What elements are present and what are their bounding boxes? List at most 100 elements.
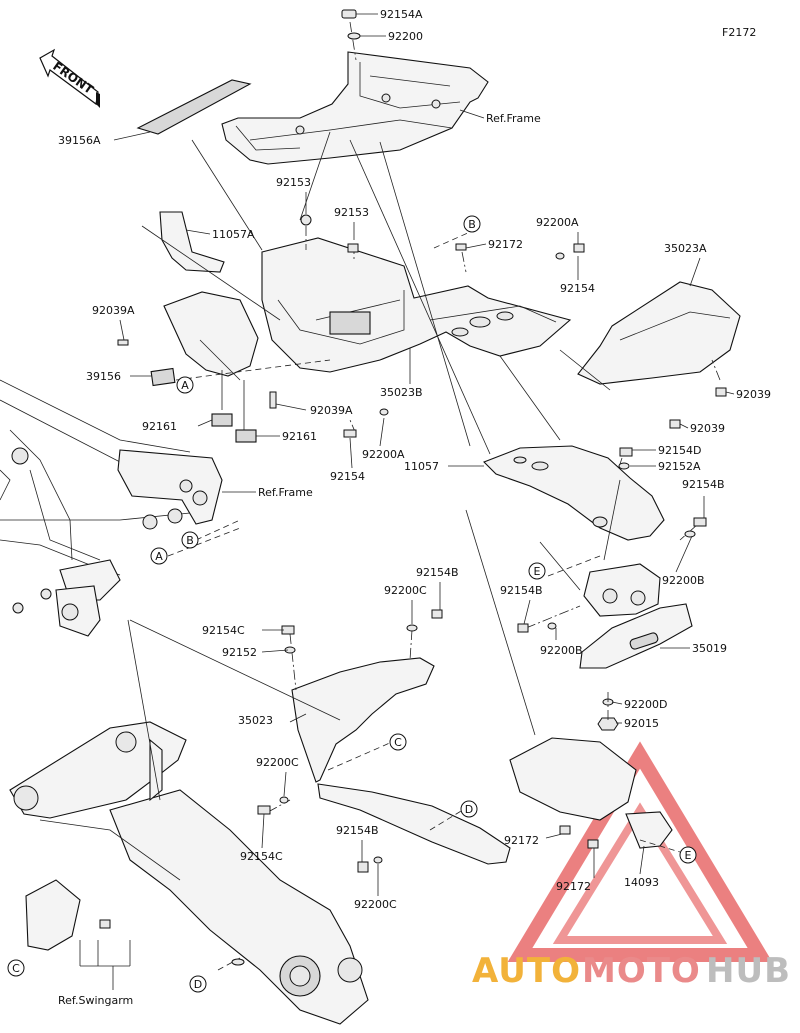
ref-marker-d: D xyxy=(189,975,207,993)
ref-marker-e: E xyxy=(528,562,546,580)
leader-p11 xyxy=(689,257,701,287)
part-label-92154b: 92154B xyxy=(336,824,379,837)
part-label-92154d: 92154D xyxy=(658,444,701,457)
part-label-35023a: 35023A xyxy=(664,242,707,255)
part-label-11057: 11057 xyxy=(404,460,439,473)
figure-code: F2172 xyxy=(722,26,756,39)
part-label-ref-swingarm: Ref.Swingarm xyxy=(58,994,133,1007)
part-label-92153: 92153 xyxy=(276,176,311,189)
ref-marker-letter: A xyxy=(155,550,163,563)
seat-tray-drawing xyxy=(261,237,572,373)
reference-markers: A B A B E C D E C D xyxy=(7,215,697,993)
part-label-92154c: 92154C xyxy=(240,850,283,863)
part-label-39156: 39156 xyxy=(86,370,121,383)
part-label-11057a: 11057A xyxy=(212,228,255,241)
part-label-92152a: 92152A xyxy=(658,460,701,473)
ref-marker-circle xyxy=(150,547,168,565)
lower-trim xyxy=(317,783,511,865)
part-label-92200b: 92200B xyxy=(540,644,583,657)
part-label-92200c: 92200C xyxy=(256,756,299,769)
ref-marker-circle xyxy=(679,846,697,864)
watermark-text-hub: HUB xyxy=(706,951,791,991)
part-label-92154: 92154 xyxy=(560,282,595,295)
watermark-triangle-inner xyxy=(552,802,728,944)
nut-92015 xyxy=(597,717,619,731)
leader-p12 xyxy=(119,319,125,341)
part-label-ref-frame: Ref.Frame xyxy=(486,112,541,125)
ref-marker-letter: D xyxy=(194,978,202,991)
leader-p39 xyxy=(261,813,265,849)
side-cover-left xyxy=(163,291,259,377)
part-label-92154: 92154 xyxy=(330,470,365,483)
main-frame-drawing xyxy=(0,379,223,637)
leader-p16 xyxy=(725,391,735,395)
ref-marker-letter: B xyxy=(468,218,476,231)
leader-p5 xyxy=(185,229,211,235)
part-label-92200: 92200 xyxy=(388,30,423,43)
part-label-92172: 92172 xyxy=(488,238,523,251)
ref-marker-letter: A xyxy=(181,379,189,392)
front-label: FRONT xyxy=(50,59,96,97)
ref-marker-b: B xyxy=(463,215,481,233)
part-label-92200c: 92200C xyxy=(384,584,427,597)
leader-p17 xyxy=(679,423,689,429)
watermark-triangle-outer xyxy=(507,741,773,962)
leader-p35 xyxy=(611,701,623,705)
watermark-logo: AUTO MOTO HUB xyxy=(472,741,791,991)
part-label-92039a: 92039A xyxy=(310,404,353,417)
part-label-35023b: 35023B xyxy=(380,386,423,399)
part-label-92154a: 92154A xyxy=(380,8,423,21)
ref-marker-letter: C xyxy=(12,962,20,975)
ref-marker-circle xyxy=(528,562,546,580)
plate-small xyxy=(25,879,81,951)
bracket-35019-assembly xyxy=(579,563,693,669)
ref-marker-d: D xyxy=(460,800,478,818)
ref-marker-circle xyxy=(176,376,194,394)
ref-marker-c: C xyxy=(7,959,25,977)
pad-92161-b xyxy=(235,429,257,443)
ref-marker-circle xyxy=(463,215,481,233)
part-label-39156a: 39156A xyxy=(58,134,101,147)
side-cover-35023a xyxy=(577,281,741,385)
watermark-text-moto: MOTO xyxy=(582,951,701,991)
part-label-92152: 92152 xyxy=(222,646,257,659)
ref-marker-circle xyxy=(389,733,407,751)
part-label-92015: 92015 xyxy=(624,717,659,730)
part-label-92039: 92039 xyxy=(690,422,725,435)
part-label-92154b: 92154B xyxy=(500,584,543,597)
leader-p4 xyxy=(113,131,151,141)
part-label-ref-frame: Ref.Frame xyxy=(258,486,313,499)
leader-p3 xyxy=(459,109,485,119)
part-label-92153: 92153 xyxy=(334,206,369,219)
part-label-92039: 92039 xyxy=(736,388,771,401)
leader-p18 xyxy=(197,419,213,427)
guard-14093 xyxy=(509,737,637,821)
part-label-92172: 92172 xyxy=(504,834,539,847)
ref-marker-a: A xyxy=(176,376,194,394)
part-labels: 92154A92200Ref.Frame39156A11057A92153921… xyxy=(58,8,771,1007)
part-label-14093: 14093 xyxy=(624,876,659,889)
part-label-92200c: 92200C xyxy=(354,898,397,911)
side-cover-35023 xyxy=(291,657,435,783)
ref-marker-c: C xyxy=(389,733,407,751)
leader-p38 xyxy=(283,771,287,797)
ref-marker-letter: B xyxy=(186,534,194,547)
part-label-92154b: 92154B xyxy=(416,566,459,579)
rear-fender-11057 xyxy=(483,445,665,541)
ref-marker-e: E xyxy=(679,846,697,864)
pad-92161-a xyxy=(211,413,233,427)
leader-p27 xyxy=(675,535,693,573)
part-label-92172: 92172 xyxy=(556,880,591,893)
ref-marker-letter: C xyxy=(394,736,402,749)
bracket-11057a xyxy=(159,211,225,273)
pad-39156 xyxy=(150,367,176,387)
leader-p20 xyxy=(379,417,385,447)
part-label-92200d: 92200D xyxy=(624,698,667,711)
ref-marker-circle xyxy=(181,531,199,549)
leader-p37 xyxy=(289,713,307,723)
part-label-92154b: 92154B xyxy=(682,478,725,491)
part-label-92200a: 92200A xyxy=(536,216,579,229)
part-label-35019: 35019 xyxy=(692,642,727,655)
leader-p14 xyxy=(275,403,307,411)
